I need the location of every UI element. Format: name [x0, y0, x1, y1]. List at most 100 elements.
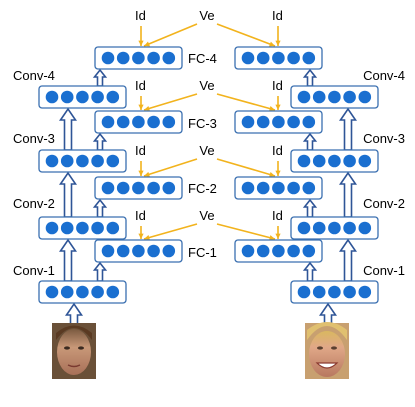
neuron — [297, 221, 311, 235]
neuron — [343, 221, 356, 235]
neuron — [116, 51, 130, 65]
left-fc-1-layer — [94, 239, 183, 263]
fc-arrow-right-4 — [302, 68, 318, 87]
neuron — [272, 181, 285, 195]
ve-arrow-right-2 — [216, 158, 276, 177]
fc-label-2: FC-2 — [188, 181, 217, 196]
neuron — [358, 90, 372, 104]
ve-label-2: Ve — [199, 143, 214, 158]
conv-label-right-2: Conv-2 — [363, 196, 405, 211]
neuron — [328, 221, 341, 235]
neuron — [328, 285, 341, 299]
neuron — [256, 244, 270, 258]
face-photo-left — [52, 323, 96, 379]
neuron — [60, 154, 74, 168]
neuron — [162, 181, 176, 195]
neuron — [358, 221, 372, 235]
neuron — [272, 244, 285, 258]
conv-arrow-right-2 — [338, 171, 358, 218]
neuron — [328, 90, 341, 104]
neuron — [302, 181, 316, 195]
conv-label-left-2: Conv-2 — [13, 196, 55, 211]
neuron — [147, 115, 160, 129]
neuron — [287, 181, 300, 195]
neuron — [287, 244, 300, 258]
neuron — [162, 51, 176, 65]
neuron — [297, 285, 311, 299]
right-conv-4-layer — [290, 85, 379, 109]
neuron — [91, 154, 104, 168]
face-photo-right — [305, 322, 349, 379]
conv-label-right-1: Conv-1 — [363, 263, 405, 278]
conv-label-left-1: Conv-1 — [13, 263, 55, 278]
id-label-right-4: Id — [272, 8, 283, 23]
neuron — [60, 221, 74, 235]
neuron — [272, 115, 285, 129]
fc-label-1: FC-1 — [188, 245, 217, 260]
fc-arrow-right-3 — [302, 132, 318, 151]
conv-arrow-left-2 — [58, 171, 78, 218]
id-arrow-right-2 — [275, 161, 281, 176]
id-label-right-1: Id — [272, 208, 283, 223]
neuron — [106, 221, 120, 235]
neuron — [358, 285, 372, 299]
neuron — [241, 51, 255, 65]
neuron — [116, 115, 130, 129]
neuron — [312, 221, 326, 235]
id-label-left-2: Id — [135, 143, 146, 158]
ve-arrow-left-3 — [143, 93, 198, 111]
neuron — [302, 244, 316, 258]
conv-arrow-left-1 — [58, 238, 78, 282]
neuron — [343, 285, 356, 299]
neuron — [116, 181, 130, 195]
neuron — [101, 244, 115, 258]
id-arrow-left-1 — [138, 226, 144, 239]
id-label-left-1: Id — [135, 208, 146, 223]
fc-arrow-left-2 — [92, 198, 108, 218]
neuron — [302, 115, 316, 129]
neuron — [60, 285, 74, 299]
right-conv-2-layer — [290, 216, 379, 240]
neuron — [328, 154, 341, 168]
neuron — [76, 285, 89, 299]
id-arrow-left-2 — [138, 161, 144, 176]
id-arrow-right-1 — [275, 226, 281, 239]
neuron — [147, 51, 160, 65]
neuron — [116, 244, 130, 258]
neuron — [256, 181, 270, 195]
ve-label-3: Ve — [199, 78, 214, 93]
left-conv-4-layer — [38, 85, 127, 109]
fc-label-3: FC-3 — [188, 116, 217, 131]
neuron — [241, 244, 255, 258]
neuron — [91, 90, 104, 104]
id-arrow-left-3 — [138, 96, 144, 110]
neuron — [106, 285, 120, 299]
neuron — [343, 154, 356, 168]
neuron — [106, 90, 120, 104]
conv-arrow-right-3 — [338, 107, 358, 151]
neuron — [241, 181, 255, 195]
ve-arrow-right-1 — [216, 223, 276, 241]
right-conv-1-layer — [290, 280, 379, 304]
neuron — [76, 154, 89, 168]
right-conv-3-layer — [290, 149, 379, 173]
neuron — [358, 154, 372, 168]
ve-arrow-left-1 — [143, 223, 198, 241]
ve-arrow-right-4 — [216, 23, 276, 47]
id-label-right-2: Id — [272, 143, 283, 158]
neuron — [101, 181, 115, 195]
neuron — [45, 285, 59, 299]
neuron — [256, 115, 270, 129]
neuron — [101, 51, 115, 65]
ve-label-1: Ve — [199, 208, 214, 223]
neuron — [91, 221, 104, 235]
right-fc-3-layer — [234, 110, 323, 134]
id-arrow-right-3 — [275, 96, 281, 110]
neuron — [343, 90, 356, 104]
neuron — [147, 181, 160, 195]
neuron — [297, 154, 311, 168]
neuron — [162, 244, 176, 258]
neuron — [132, 244, 145, 258]
right-fc-1-layer — [234, 239, 323, 263]
